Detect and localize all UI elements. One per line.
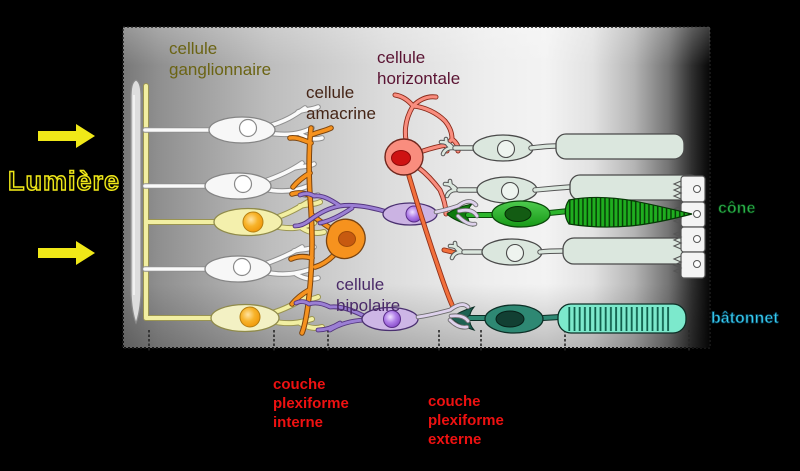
bipolar-dendrites <box>415 199 480 330</box>
rod-label: bâtonnet <box>711 310 779 328</box>
amacrine-cell-label: cellule amacrine <box>306 83 376 123</box>
ganglion-cell-highlighted <box>213 207 283 237</box>
ganglion-cell <box>204 172 272 200</box>
cone-label: cône <box>718 200 756 218</box>
ganglion-cell-highlighted <box>210 303 280 333</box>
inner-plexiform-layer-label: couche plexiforme interne <box>273 376 349 431</box>
bipolar-cell-cone <box>382 202 438 226</box>
rod-cell <box>450 303 687 334</box>
bipolar-axon-terminals <box>292 191 387 333</box>
photoreceptor-cell <box>450 238 694 265</box>
outer-plexiform-layer-label: couche plexiforme externe <box>428 393 504 448</box>
inner-limiting-membrane <box>130 79 142 325</box>
ganglion-cell-label: cellule ganglionnaire <box>169 39 272 79</box>
horizontal-cell-label: cellule horizontale <box>377 48 461 88</box>
bipolar-cell-label: cellule bipolaire <box>336 275 401 315</box>
light-label: Lumière <box>7 165 121 196</box>
ganglion-cell <box>204 255 272 283</box>
bipolar-cell-rod <box>361 306 419 332</box>
layer-ticks <box>148 330 690 352</box>
light-arrow-icon <box>38 241 95 265</box>
ganglion-cell-processes <box>142 104 325 282</box>
photoreceptor-cell <box>441 134 685 161</box>
light-arrow-icon <box>38 124 95 148</box>
pigment-epithelium <box>672 175 706 279</box>
ganglion-cell <box>208 116 276 144</box>
